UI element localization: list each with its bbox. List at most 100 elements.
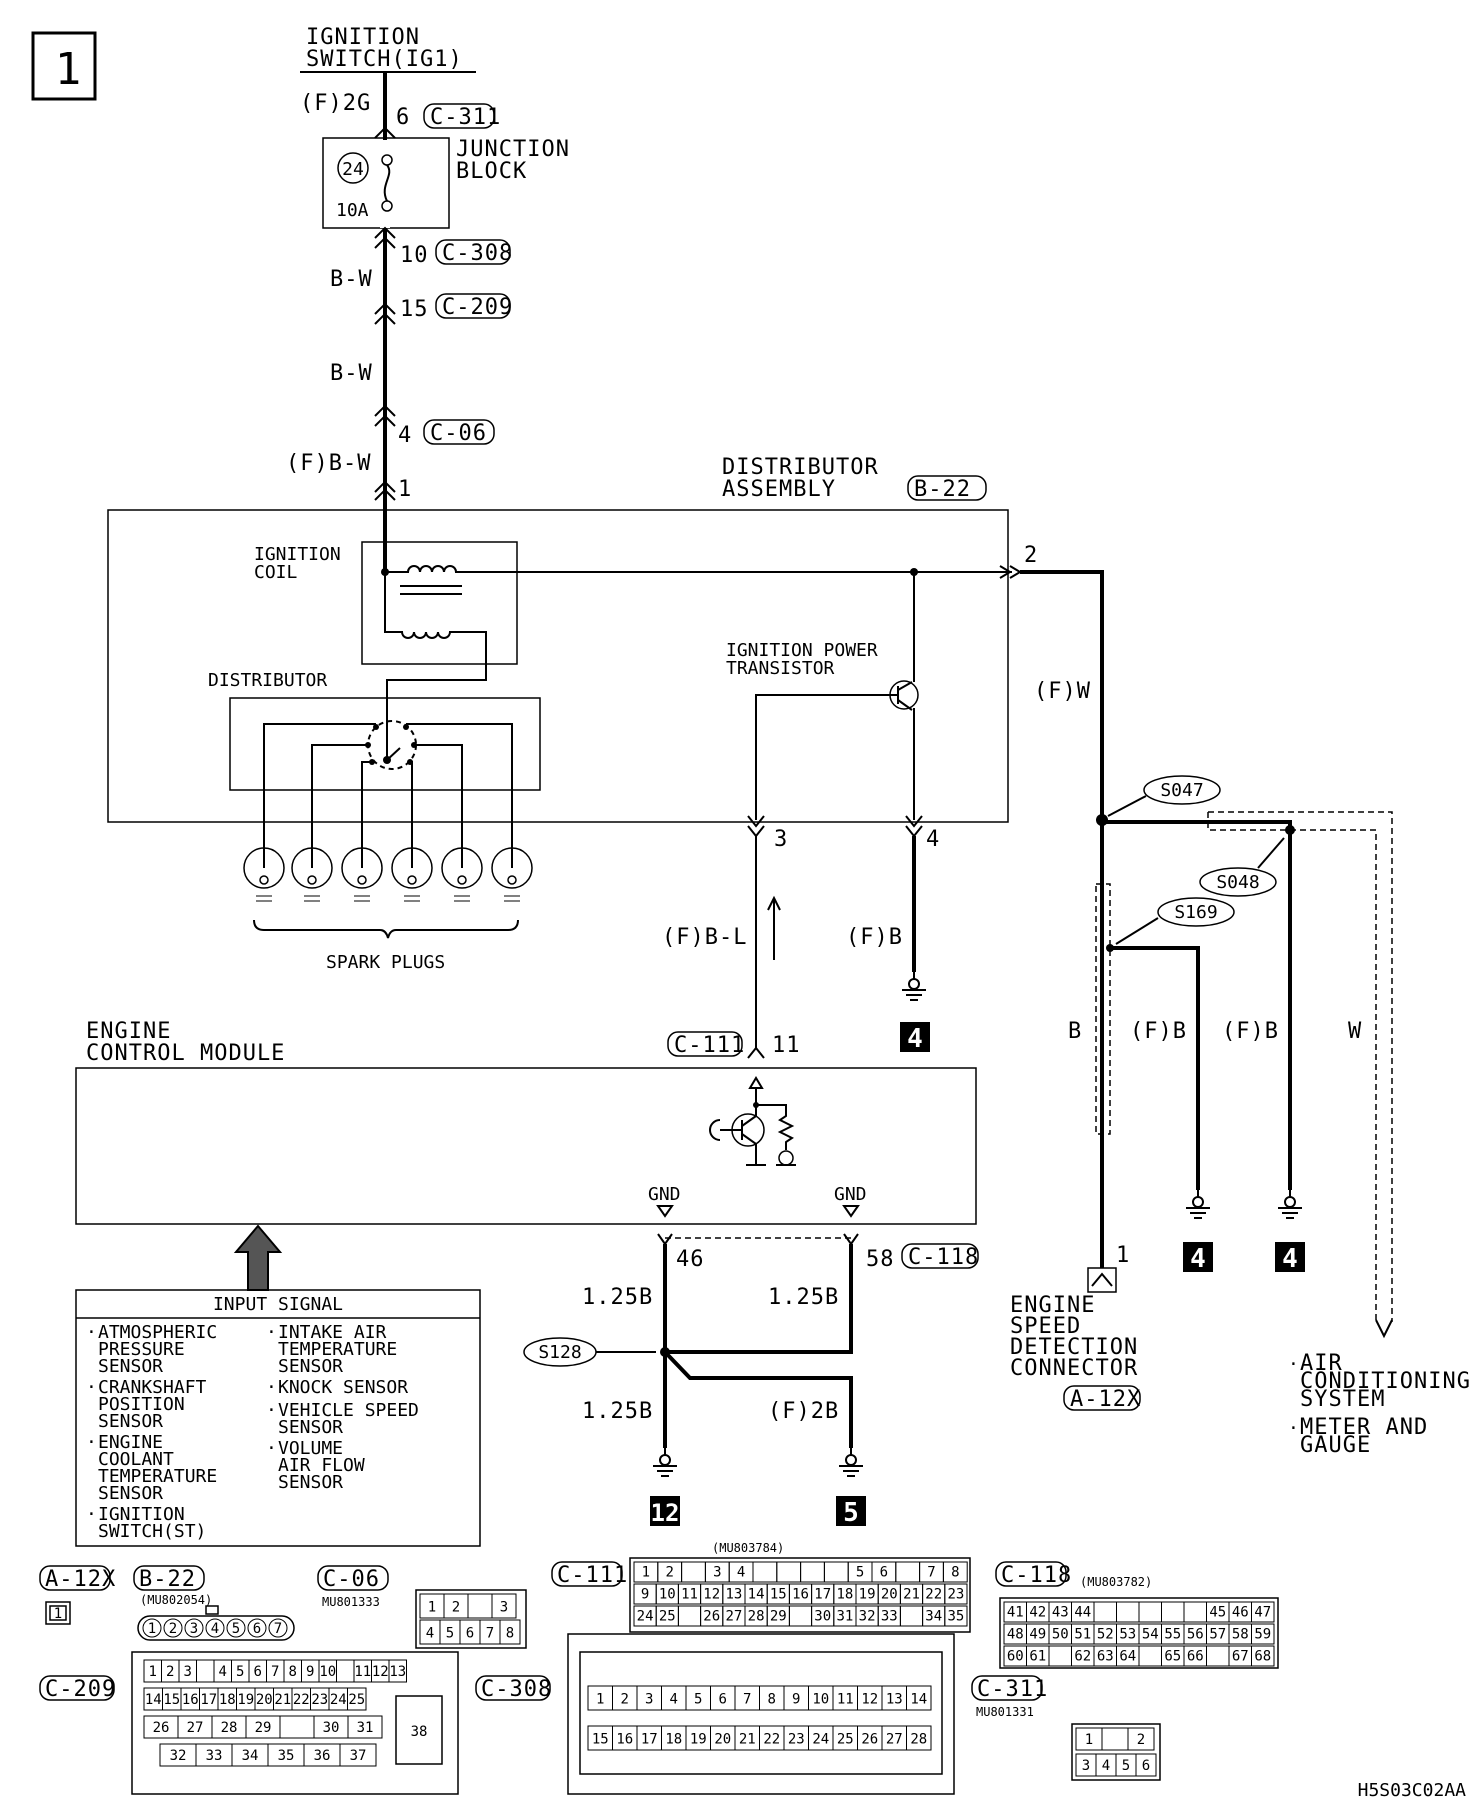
connector-pin-number: 22	[293, 1692, 310, 1708]
distributor-assembly-label: ASSEMBLY	[722, 477, 836, 502]
connector-pin-number: 23	[788, 1731, 805, 1747]
connector-pin-cell	[1206, 1645, 1230, 1667]
connector-pin-number: 68	[1254, 1648, 1271, 1664]
splice-tag-s047	[1143, 775, 1221, 805]
connector-pin-number: 3	[190, 1621, 198, 1637]
svg-text:JUNCTION: JUNCTION	[456, 137, 570, 162]
connector-pin-number: 13	[725, 1586, 742, 1602]
connector-pin-number: 35	[947, 1608, 964, 1624]
connector-pin-number: 26	[153, 1720, 170, 1736]
connector-pin-number: 5	[856, 1564, 864, 1580]
connector-pin-number: 64	[1119, 1648, 1136, 1664]
connector-pin-number: 4	[1102, 1758, 1110, 1774]
connector-pin-number: 67	[1232, 1648, 1249, 1664]
connector-pin-number: 8	[768, 1691, 776, 1707]
ground-point-4	[1275, 1242, 1305, 1272]
svg-text:CONDITIONING: CONDITIONING	[1300, 1369, 1471, 1394]
svg-text:(MU803784): (MU803784)	[712, 1541, 784, 1555]
connector-pin-number: 9	[306, 1664, 314, 1680]
connector-pin-number: 49	[1029, 1626, 1046, 1642]
svg-text:C-209: C-209	[45, 1677, 116, 1702]
connector-pin-number: 13	[886, 1691, 903, 1707]
svg-text:ATMOSPHERIC: ATMOSPHERIC	[98, 1322, 217, 1343]
connector-pin-number: 28	[748, 1608, 765, 1624]
svg-text:IGNITION: IGNITION	[98, 1504, 185, 1525]
connector-pin-cell	[942, 1561, 968, 1583]
connector-pin-number: 25	[659, 1608, 676, 1624]
svg-text:B-22: B-22	[139, 1567, 196, 1592]
pin-label: 4	[398, 423, 412, 448]
connector-pin-number: 42	[1029, 1604, 1046, 1620]
connector-pin-number: 31	[357, 1720, 374, 1736]
connector-pin-number: 15	[770, 1586, 787, 1602]
connector-pin-number: 21	[274, 1692, 291, 1708]
svg-text:·: ·	[86, 1322, 97, 1343]
connector-tag-text: C-118	[908, 1245, 979, 1270]
connector-pin-number: 1	[642, 1564, 650, 1580]
svg-text:SWITCH(ST): SWITCH(ST)	[98, 1521, 206, 1542]
connector-pin-number: 35	[278, 1748, 295, 1764]
connector-pin-number: 31	[836, 1608, 853, 1624]
connector-pin-cell	[899, 1605, 924, 1627]
connector-chevron	[374, 480, 396, 501]
svg-text:·: ·	[266, 1377, 277, 1398]
connector-pin-number: 23	[947, 1586, 964, 1602]
connector-pin-cell	[1138, 1601, 1162, 1623]
svg-text:·: ·	[266, 1438, 277, 1459]
connector-pin-number: 11	[837, 1691, 854, 1707]
connector-tag-text: B-22	[914, 477, 971, 502]
svg-text:·: ·	[266, 1322, 277, 1343]
connector-pin-number: 46	[1232, 1604, 1249, 1620]
connector-pin-number: 2	[166, 1664, 174, 1680]
wire-label-bw: B-W	[330, 267, 373, 292]
connector-chevron	[374, 126, 396, 139]
ignition-switch-label: IGNITION SWITCH(IG1)	[300, 25, 476, 73]
connector-chevron	[374, 302, 396, 325]
pin-label: 6	[396, 105, 410, 130]
input-arrow	[233, 1224, 283, 1291]
connector-pin-cell	[196, 1659, 215, 1683]
connector-pin-number: 4	[426, 1625, 434, 1641]
ground-point-4	[1183, 1242, 1213, 1272]
destination-labels: · AIR CONDITIONING SYSTEM · METER AND GA…	[1288, 1351, 1471, 1458]
connector-pin-number: 7	[486, 1625, 494, 1641]
connector-pin-number: 27	[725, 1608, 742, 1624]
connector-pin-number: 21	[903, 1586, 920, 1602]
svg-text:ENGINE: ENGINE	[98, 1432, 163, 1453]
wire-label-fbw: (F)B-W	[286, 451, 371, 476]
splice-pointer	[1257, 837, 1285, 869]
connector-pin-cell	[1183, 1601, 1207, 1623]
connector-pin-number: 16	[182, 1692, 199, 1708]
connector-pin-number: 18	[836, 1586, 853, 1602]
pin-label: 58	[866, 1247, 895, 1272]
connector-pin-number: 1	[596, 1691, 604, 1707]
wire-label-fb: (F)B	[846, 925, 903, 950]
connector-pin-number: 6	[253, 1621, 261, 1637]
connector-pin-cell	[1251, 1601, 1275, 1623]
connector-pin-number: 33	[206, 1748, 223, 1764]
connector-pin-cell	[184, 1618, 204, 1638]
connector-pin-number: 3	[645, 1691, 653, 1707]
connector-pin-cell	[347, 1687, 367, 1711]
connector-pin-cell	[1116, 1601, 1140, 1623]
svg-text:METER AND: METER AND	[1300, 1415, 1428, 1440]
wire-label: 1.25B	[768, 1285, 839, 1310]
connector-pin-number: 1	[148, 1621, 156, 1637]
connector-pin-number: 7	[274, 1621, 282, 1637]
ground-point-number: 4	[907, 1024, 923, 1054]
connector-pin-number: 14	[145, 1692, 162, 1708]
connector-pin-number: 24	[330, 1692, 347, 1708]
connector-pin-number: 20	[256, 1692, 273, 1708]
wire-label: W	[1348, 1019, 1362, 1044]
engine-speed-label: CONNECTOR	[1010, 1356, 1138, 1381]
connector-pin-number: 29	[770, 1608, 787, 1624]
ground-symbol	[838, 1447, 864, 1477]
connector-pin-number: 25	[348, 1692, 365, 1708]
svg-text:TEMPERATURE: TEMPERATURE	[98, 1466, 217, 1487]
spark-plugs: SPARK PLUGS	[243, 847, 533, 973]
connector-pin-cell	[1251, 1645, 1275, 1667]
gnd-symbol	[656, 1205, 674, 1218]
connector-pin-number: 9	[641, 1586, 649, 1602]
